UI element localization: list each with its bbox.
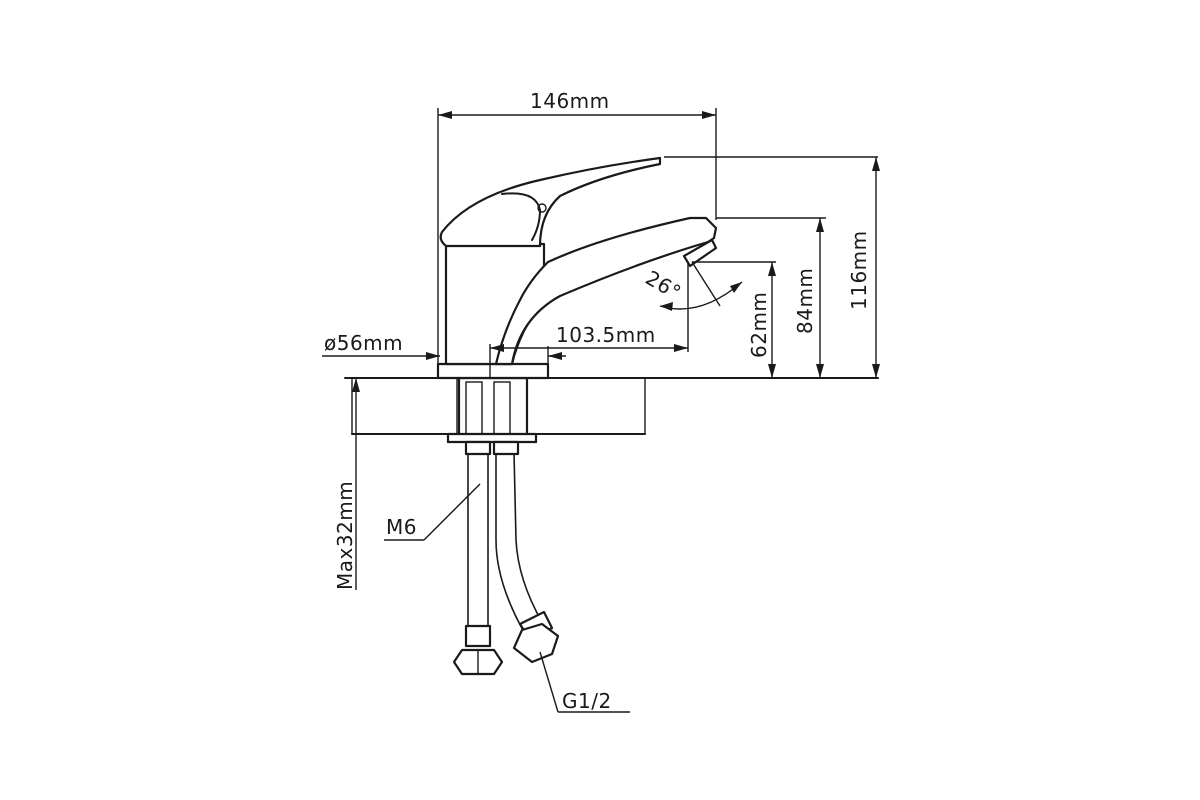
base-diameter-label: ø56mm (324, 331, 403, 355)
dimension-outlet-height: 62mm (692, 261, 776, 378)
dimension-reach: 103.5mm (489, 262, 689, 378)
spout-height-label: 84mm (793, 268, 817, 334)
width-label: 146mm (530, 89, 610, 113)
reach-label: 103.5mm (556, 323, 656, 347)
angle-label: 26° (642, 266, 686, 305)
dimension-base-diameter: ø56mm (322, 331, 566, 378)
base-plate (436, 362, 550, 380)
dimension-max-thickness: Max32mm (333, 378, 360, 590)
outlet-height-label: 62mm (747, 292, 771, 358)
countertop (344, 377, 879, 435)
lever-handle (439, 156, 662, 248)
callout-m6: M6 (384, 483, 481, 541)
thread-label: G1/2 (562, 689, 612, 713)
total-height-label: 116mm (847, 230, 871, 310)
callout-g12: G1/2 (539, 651, 630, 713)
stud-label: M6 (386, 515, 417, 539)
mounting-shank (446, 376, 538, 444)
hex-nut-right (512, 622, 560, 664)
dimension-width: 146mm (437, 89, 717, 364)
flexible-hose-left (452, 440, 504, 676)
dimension-angle: 26° (642, 261, 743, 311)
max-thickness-label: Max32mm (333, 481, 357, 590)
dimension-total-height: 116mm (664, 156, 880, 378)
flexible-hose-right (492, 440, 560, 664)
dimension-spout-height: 84mm (716, 217, 826, 378)
spout (494, 216, 718, 366)
